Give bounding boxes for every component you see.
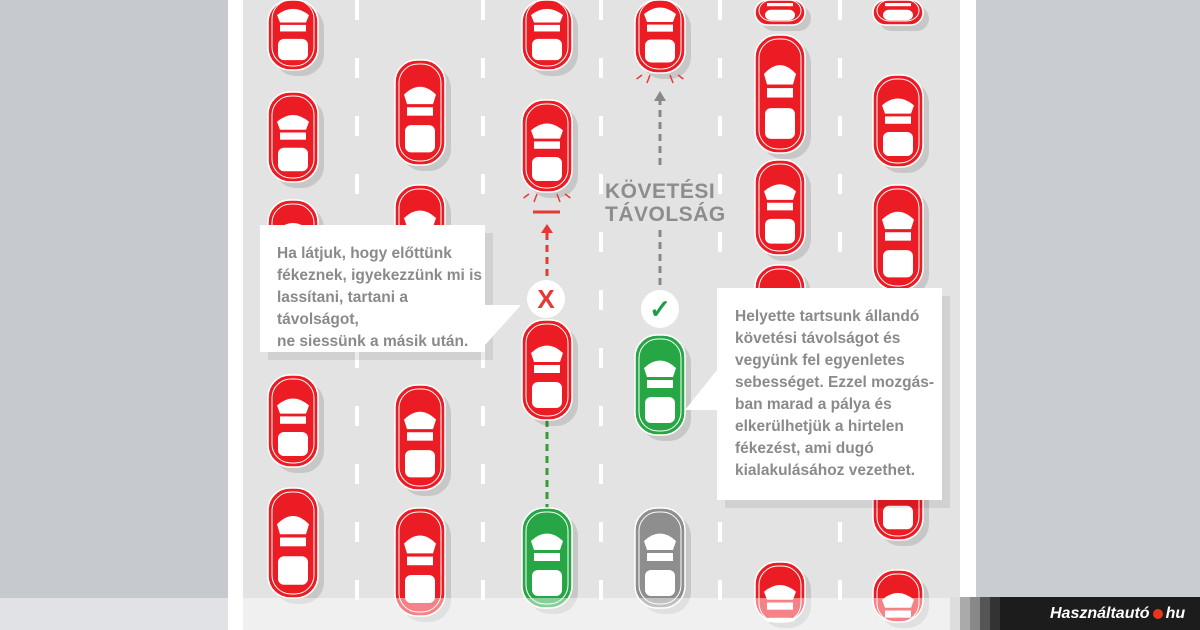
right-box-pointer (685, 370, 717, 410)
bad-x-icon: X (527, 280, 565, 318)
car-icon (521, 0, 578, 76)
lane-dash (599, 116, 603, 136)
car-icon (872, 0, 929, 31)
lane-dash (481, 522, 485, 542)
lane-dash (481, 58, 485, 78)
label-line-1: KÖVETÉSI (605, 180, 716, 203)
right-info-box: Helyette tartsunk állandó követési távol… (717, 288, 942, 500)
logo-dot-icon (1152, 608, 1163, 619)
left-info-box: Ha látjuk, hogy előttünk fékeznek, igyek… (260, 225, 485, 352)
car-icon (394, 384, 451, 496)
lane-dash (838, 580, 842, 600)
lane-dash (838, 522, 842, 542)
lane-dash (838, 174, 842, 194)
left-box-pointer (485, 305, 521, 345)
lane-dash (355, 464, 359, 484)
right-box-line: ban marad a pálya és (735, 396, 892, 413)
car-icon (267, 0, 324, 76)
lane-dash (599, 0, 603, 20)
right-box-line: kialakulásához vezethet. (735, 462, 916, 479)
lane-dash (838, 58, 842, 78)
distance-arrow-head (654, 91, 666, 101)
left-box-line: lassítani, tartani a távolságot, (277, 289, 408, 328)
car-icon (394, 59, 451, 171)
lane-dash (718, 580, 722, 600)
car-icon (634, 0, 691, 84)
lane-dash (481, 0, 485, 20)
right-box-line: sebességet. Ezzel mozgás- (735, 374, 934, 391)
lane-dash (718, 0, 722, 20)
lane-dash (838, 0, 842, 20)
car-icon (267, 487, 324, 604)
lane-dash (599, 406, 603, 426)
lane-dash (355, 0, 359, 20)
lane-dash (355, 580, 359, 600)
logo-domain: hu (1165, 604, 1186, 622)
car-icon (634, 334, 691, 441)
lane-dash (355, 522, 359, 542)
lane-dash (355, 58, 359, 78)
logo-text: Használtautó (1050, 604, 1150, 622)
lane-dash (599, 580, 603, 600)
car-icon (872, 74, 929, 173)
lane-dash (599, 522, 603, 542)
car-icon (634, 507, 691, 614)
lane-dash (481, 116, 485, 136)
left-box-line: Ha látjuk, hogy előttünk (277, 245, 452, 262)
car-icon (394, 507, 451, 622)
car-icon (872, 569, 929, 628)
lane-dash (481, 406, 485, 426)
lane-dash (599, 232, 603, 252)
lane-dash (838, 116, 842, 136)
left-box-line: fékeznek, igyekezzünk mi is (277, 267, 483, 284)
hasznaltauto-logo[interactable]: Használtautó hu (950, 597, 1200, 630)
lane-dash (838, 232, 842, 252)
car-icon (267, 91, 324, 188)
lane-dash (355, 116, 359, 136)
bad-arrow-head (541, 224, 553, 233)
lane-dash (355, 174, 359, 194)
car-icon (521, 319, 578, 426)
lane-dash (599, 464, 603, 484)
car-icon (872, 184, 929, 296)
lane-dash (718, 522, 722, 542)
lane-dash (355, 348, 359, 368)
right-box-line: követési távolságot és (735, 330, 901, 347)
left-box-line: ne siessünk a másik után. (277, 333, 469, 350)
right-box-line: Helyette tartsunk állandó (735, 308, 920, 325)
car-icon (754, 561, 811, 628)
lane-dash (718, 232, 722, 252)
lane-dash (481, 464, 485, 484)
car-icon (267, 374, 324, 473)
right-box-line: fékezést, ami dugó (735, 440, 874, 457)
lane-dash (355, 406, 359, 426)
car-icon (754, 0, 811, 31)
lane-dash (599, 290, 603, 310)
label-line-2: TÁVOLSÁG (605, 203, 726, 226)
car-icon (754, 159, 811, 261)
car-icon (521, 99, 578, 203)
following-distance-label: KÖVETÉSI TÁVOLSÁG (605, 180, 726, 226)
background-left (0, 0, 228, 630)
lane-dash (481, 348, 485, 368)
right-box-line: elkerülhetjük a hirtelen (735, 418, 904, 435)
lane-dash (718, 58, 722, 78)
good-check-icon: ✓ (641, 290, 679, 328)
lane-dash (599, 58, 603, 78)
lane-dash (599, 174, 603, 194)
lane-dash (481, 580, 485, 600)
car-icon (754, 34, 811, 159)
right-box-line: vegyünk fel egyenletes (735, 352, 905, 369)
lane-dash (718, 116, 722, 136)
car-icon (521, 507, 578, 614)
lane-dash (481, 174, 485, 194)
lane-dash (718, 174, 722, 194)
lane-dash (599, 348, 603, 368)
